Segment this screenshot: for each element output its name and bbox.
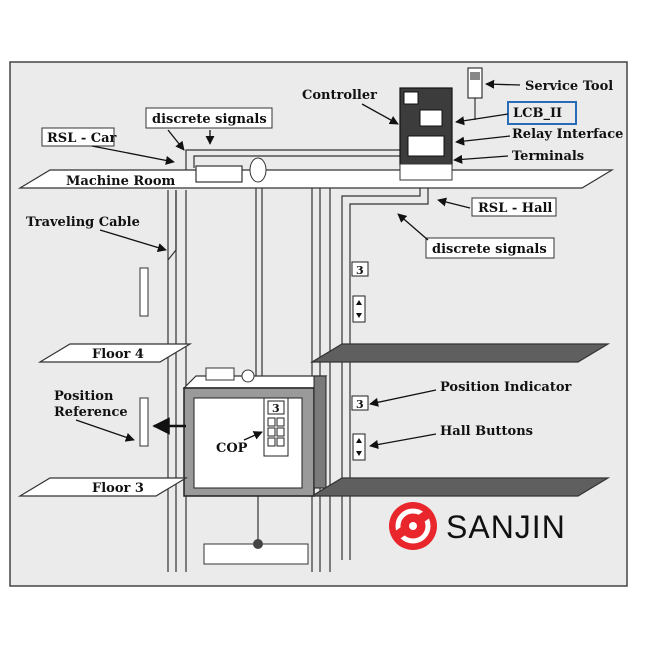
- cop-floor-indicator: 3: [272, 402, 280, 415]
- sheave: [249, 157, 267, 183]
- floor-3-right: [309, 477, 611, 497]
- relay-board: [407, 135, 445, 157]
- pit-pulley: [253, 539, 263, 549]
- discrete-signals-bottom-label: discrete signals: [432, 242, 547, 257]
- car-top-pulley: [241, 369, 255, 383]
- position-indicator-label: Position Indicator: [440, 380, 572, 395]
- service-tool-screen: [470, 72, 480, 80]
- controller-base: [399, 163, 453, 181]
- discrete-signals-top-box: [145, 107, 273, 129]
- position-reference-label-line2: Reference: [54, 405, 128, 420]
- position-reference-label-line1: Position: [54, 389, 114, 404]
- terminals-label: Terminals: [512, 149, 584, 164]
- relay-interface-label: Relay Interface: [512, 127, 623, 142]
- hoistway-lines: [167, 175, 331, 572]
- controller-module: [403, 91, 419, 105]
- hall-indicator-upper: [351, 261, 369, 277]
- rsl-hall-label-box: [471, 197, 557, 217]
- floor-3-label: Floor 3: [92, 481, 144, 496]
- rsl-car-box: [195, 165, 243, 183]
- car-top-box: [205, 367, 235, 381]
- service-tool-label: Service Tool: [525, 79, 613, 94]
- traveling-cable-label: Traveling Cable: [26, 215, 140, 230]
- rsl-hall-label: RSL - Hall: [478, 201, 552, 216]
- floor-4-left: [37, 343, 193, 363]
- callout-arrows: [75, 79, 521, 450]
- sanjin-logo: SANJIN: [389, 502, 566, 550]
- floor-3-left: [17, 477, 189, 497]
- rsl-car-label: RSL - Car: [47, 131, 117, 146]
- diagram-frame: [9, 61, 628, 587]
- lcb-label: LCB_II: [513, 106, 562, 121]
- brand-name: SANJIN: [446, 509, 566, 545]
- floor-4-label: Floor 4: [92, 347, 144, 362]
- cop-label: COP: [216, 441, 248, 456]
- lcb-highlight-box: [507, 101, 577, 125]
- discrete-signals-top-label: discrete signals: [152, 112, 267, 127]
- hall-buttons-upper: [352, 295, 366, 323]
- position-reference-strip-lower: [139, 397, 149, 447]
- hall-indicator-lower-value: 3: [356, 398, 364, 411]
- hall-buttons-label: Hall Buttons: [440, 424, 533, 439]
- discrete-signals-bottom-box: [425, 237, 555, 259]
- lcb-board: [419, 109, 443, 127]
- cop-indicator-box: [267, 400, 285, 415]
- hall-indicator-upper-value: 3: [356, 264, 364, 277]
- car-roof: [182, 375, 328, 389]
- position-reference-strip-upper: [139, 267, 149, 317]
- floor-4-right: [309, 343, 611, 363]
- rsl-car-label-box: [41, 127, 115, 147]
- cop-buttons: [267, 417, 285, 447]
- machine-room-floor: [17, 169, 615, 189]
- hall-indicator-lower: [351, 395, 369, 411]
- machine-room-label: Machine Room: [66, 174, 176, 189]
- car-side: [313, 375, 327, 489]
- hall-buttons-lower: [352, 433, 366, 461]
- controller-label: Controller: [302, 88, 377, 103]
